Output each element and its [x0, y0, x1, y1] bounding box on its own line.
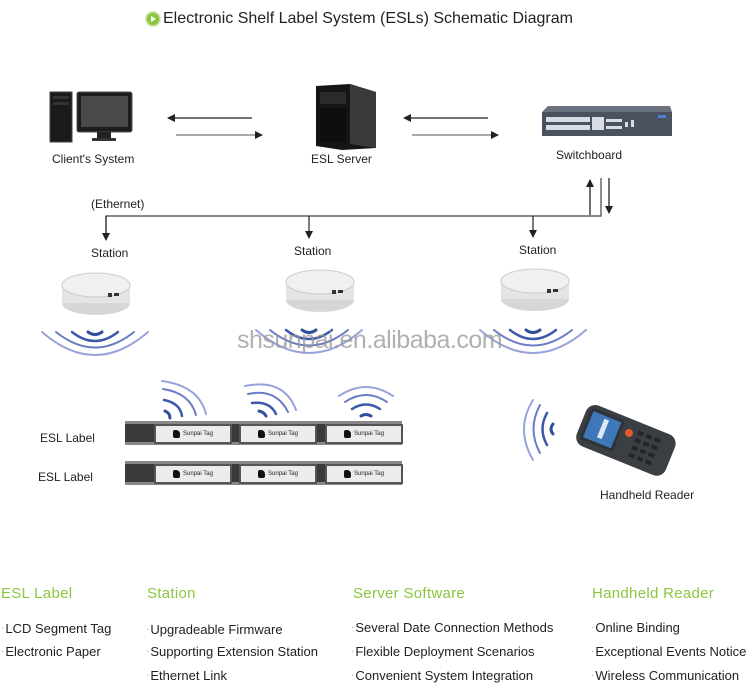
sunpai-logo-icon — [173, 470, 181, 478]
feature-column-station: Station — [147, 585, 196, 602]
feature-item: ·Electronic Paper — [1, 644, 101, 659]
station-label-3: Station — [519, 243, 557, 257]
switchboard-label: Switchboard — [556, 148, 623, 162]
station-label-2: Station — [294, 244, 332, 258]
handheld-scanner-icon — [576, 405, 676, 476]
diagram-title-text: Electronic Shelf Label System (ESLs) Sch… — [163, 10, 573, 27]
feature-column-server-software: Server Software — [353, 585, 465, 602]
base-station-icon — [61, 272, 131, 315]
feature-item: ·Exceptional Events Notice — [591, 644, 747, 659]
esl-server-label: ESL Server — [311, 152, 372, 166]
feature-heading: Server Software — [353, 585, 466, 602]
watermark: shsunpai.en.alibaba.com — [237, 326, 503, 354]
sunpai-logo-icon — [258, 430, 266, 438]
feature-item: ·Wireless Communication — [591, 668, 740, 683]
esl-row-1-label: ESL Label — [40, 431, 95, 445]
station-label-1: Station — [91, 246, 129, 260]
station-2-signal-icon — [255, 328, 363, 354]
esl-tag: Sunpai Tag — [154, 424, 232, 444]
feature-item: ·Convenient System Integration — [351, 668, 534, 683]
esl-tag: Sunpai Tag — [325, 424, 403, 444]
feature-item: ·Upgradeable Firmware — [146, 622, 283, 637]
feature-heading: Station — [147, 585, 196, 602]
tag-2-signal-icon — [244, 383, 297, 418]
desktop-computer-icon — [49, 91, 133, 143]
sunpai-logo-icon — [344, 430, 352, 438]
feature-item: ·Supporting Extension Station — [146, 644, 319, 659]
sunpai-logo-icon — [173, 430, 181, 438]
esl-tag: Sunpai Tag — [239, 464, 317, 484]
tag-1-signal-icon — [161, 380, 207, 420]
handheld-signal-icon — [523, 399, 555, 461]
esl-tag: Sunpai Tag — [325, 464, 403, 484]
tower-server-icon — [316, 84, 376, 150]
feature-item: ·LCD Segment Tag — [1, 621, 112, 636]
esl-tag: Sunpai Tag — [154, 464, 232, 484]
handheld-reader-label: Handheld Reader — [600, 488, 695, 502]
client-system-label: Client's System — [52, 152, 135, 166]
tag-3-signal-icon — [338, 386, 394, 418]
esl-shelf-strip-1: Sunpai Tag Sunpai Tag Sunpai Tag — [125, 421, 403, 445]
network-switch-icon — [542, 106, 672, 136]
base-station-icon — [500, 268, 570, 311]
ethernet-label: (Ethernet) — [91, 197, 145, 211]
ethernet-bus — [105, 178, 602, 233]
feature-column-esl-label: ESL Label — [1, 585, 72, 602]
esl-shelf-strip-2: Sunpai Tag Sunpai Tag Sunpai Tag — [125, 461, 403, 485]
station-1-signal-icon — [41, 330, 149, 356]
diagram-title: Electronic Shelf Label System (ESLs) Sch… — [146, 10, 573, 28]
feature-column-handheld-reader: Handheld Reader — [592, 585, 714, 602]
base-station-icon — [285, 269, 355, 312]
green-play-circle-icon — [146, 12, 160, 26]
feature-heading: ESL Label — [1, 585, 73, 602]
sunpai-logo-icon — [344, 470, 352, 478]
feature-item: ·Flexible Deployment Scenarios — [351, 644, 535, 659]
esl-row-2-label: ESL Label — [38, 470, 93, 484]
station-3-signal-icon — [479, 328, 587, 354]
feature-item: ·Online Binding — [591, 620, 680, 635]
sunpai-logo-icon — [258, 470, 266, 478]
feature-item: ·Several Date Connection Methods — [351, 620, 554, 635]
feature-heading: Handheld Reader — [592, 585, 715, 602]
feature-item: ·Ethernet Link — [146, 668, 227, 683]
esl-tag: Sunpai Tag — [239, 424, 317, 444]
